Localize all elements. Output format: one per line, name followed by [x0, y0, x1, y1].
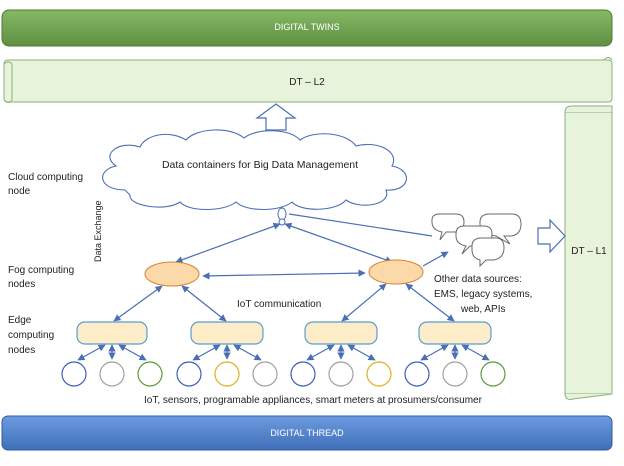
edge-layer-label: Edge computing nodes [8, 315, 57, 356]
edge-node-3 [304, 321, 378, 345]
digital-thread-label: DIGITAL THREAD [270, 428, 344, 438]
devices-caption: IoT, sensors, programable appliances, sm… [144, 395, 483, 406]
digital-twins-banner: DIGITAL TWINS [1, 9, 613, 47]
dt-l2-label: DT – L2 [289, 77, 325, 88]
arrow-hub-other-sources [288, 213, 433, 237]
cloud-layer-label: Cloud computing node [8, 172, 86, 197]
edge-device-arrows [77, 344, 490, 361]
digital-thread-banner: DIGITAL THREAD [1, 415, 613, 451]
arrow-cloud-fog-right [284, 222, 393, 264]
device-11 [442, 361, 468, 387]
iot-devices [61, 361, 506, 387]
edge-node-1 [76, 321, 148, 345]
dt-l1-scroll: DT – L1 [564, 105, 613, 400]
edge-node-4 [418, 321, 492, 345]
arrow-fog-fog [202, 269, 366, 280]
other-sources-label: Other data sources: EMS, legacy systems,… [434, 274, 535, 315]
speech-bubble-1 [431, 213, 465, 241]
device-3 [137, 361, 163, 387]
device-9 [366, 361, 392, 387]
device-7 [290, 361, 316, 387]
device-4 [176, 361, 202, 387]
arrow-cloud-fog-left [175, 222, 281, 264]
other-sources-bubbles [431, 213, 522, 268]
fog-layer-label: Fog computing nodes [8, 265, 77, 290]
device-10 [404, 361, 430, 387]
fog-edge-arrows [113, 283, 455, 322]
device-6 [252, 361, 278, 387]
cloud-hub-node [277, 207, 287, 221]
edge-nodes [76, 321, 492, 345]
device-1 [61, 361, 87, 387]
digital-twins-label: DIGITAL TWINS [274, 22, 339, 32]
device-8 [328, 361, 354, 387]
device-12 [480, 361, 506, 387]
cloud-shape [102, 129, 407, 211]
upward-arrow [255, 103, 297, 131]
dt-l1-label: DT – L1 [571, 246, 607, 257]
speech-bubble-4 [471, 237, 505, 268]
fog-node-right [368, 259, 424, 285]
arrow-fog-other-sources [422, 251, 449, 267]
right-arrow [537, 218, 566, 254]
fog-node-left [144, 261, 200, 287]
edge-node-2 [190, 321, 264, 345]
iot-communication-label: IoT communication [237, 299, 321, 310]
device-2 [99, 361, 125, 387]
device-5 [214, 361, 240, 387]
dt-l2-scroll: DT – L2 [3, 57, 613, 103]
data-exchange-label: Data Exchange [93, 200, 103, 262]
cloud-label: Data containers for Big Data Management [162, 159, 358, 171]
